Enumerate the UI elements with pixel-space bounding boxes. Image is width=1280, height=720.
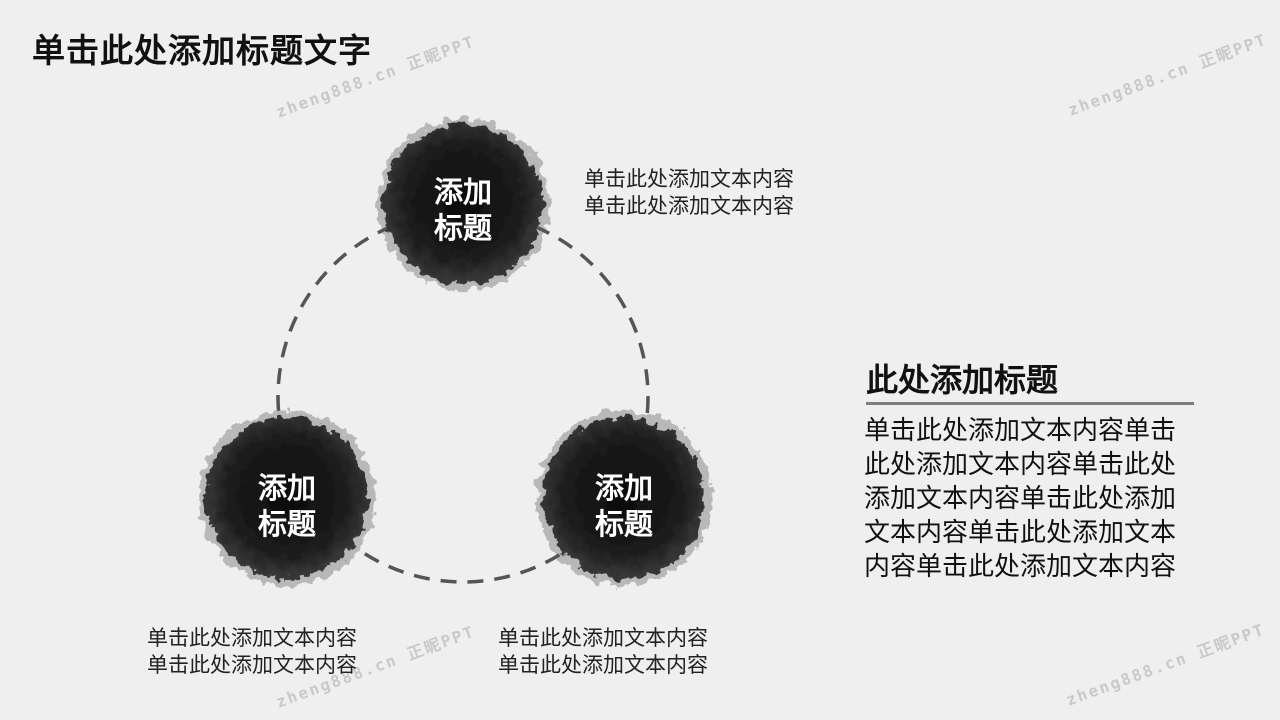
node-label-line: 添加 — [433, 175, 492, 209]
side-title[interactable]: 此处添加标题 — [866, 361, 1059, 399]
ink-node-left[interactable] — [199, 410, 375, 586]
slide-title[interactable]: 单击此处添加标题文字 — [32, 31, 372, 70]
caption-line: 单击此处添加文本内容 — [147, 653, 357, 677]
side-divider — [866, 402, 1194, 405]
caption-right[interactable]: 单击此处添加文本内容 单击此处添加文本内容 — [498, 625, 708, 679]
side-body[interactable]: 单击此处添加文本内容单击此处添加文本内容单击此处添加文本内容单击此处添加文本内容… — [864, 416, 1177, 582]
ink-node-top[interactable] — [377, 118, 549, 290]
node-label-top: 添加 标题 — [403, 174, 523, 246]
caption-line: 单击此处添加文本内容 — [584, 194, 794, 218]
caption-line: 单击此处添加文本内容 — [498, 626, 708, 650]
ink-node-right[interactable] — [536, 410, 712, 586]
caption-left[interactable]: 单击此处添加文本内容 单击此处添加文本内容 — [147, 625, 357, 679]
node-label-line: 标题 — [433, 211, 492, 245]
node-label-right: 添加 标题 — [564, 470, 684, 542]
caption-top[interactable]: 单击此处添加文本内容 单击此处添加文本内容 — [584, 166, 794, 220]
node-label-line: 添加 — [257, 471, 316, 505]
caption-line: 单击此处添加文本内容 — [498, 653, 708, 677]
node-label-line: 标题 — [594, 507, 653, 541]
caption-line: 单击此处添加文本内容 — [584, 167, 794, 191]
node-label-line: 标题 — [257, 507, 316, 541]
node-label-line: 添加 — [594, 471, 653, 505]
caption-line: 单击此处添加文本内容 — [147, 626, 357, 650]
node-label-left: 添加 标题 — [227, 470, 347, 542]
